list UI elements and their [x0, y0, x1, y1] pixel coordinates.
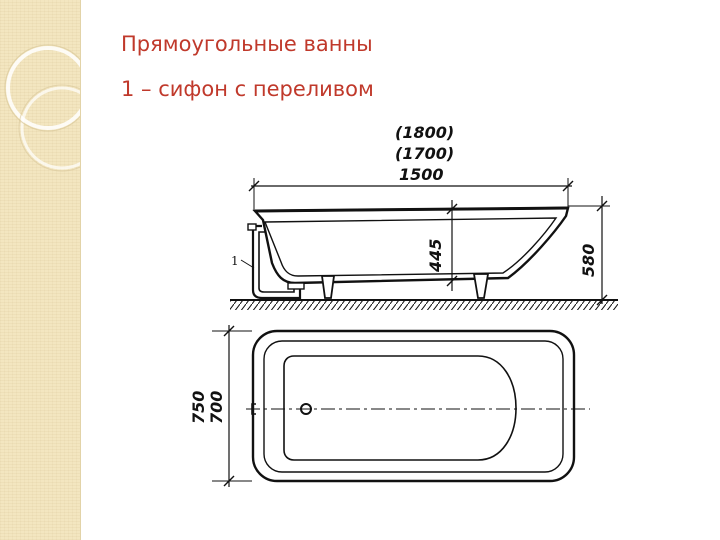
slide-subtitle: 1 – сифон с переливом: [121, 77, 374, 101]
side-view: 1 (1800) (1700) 1500 445 580: [230, 123, 618, 310]
length-tick-right: [562, 180, 574, 192]
width-label-700: 700: [207, 391, 226, 424]
height-tick-bottom: [596, 294, 608, 306]
top-view: 750 700: [189, 325, 590, 487]
decorative-swirl: [4, 44, 80, 172]
floor-hatching: [230, 301, 618, 310]
tub-top-bowl: [283, 355, 517, 461]
siphon-inner: [258, 231, 295, 293]
siphon-outer: [251, 224, 302, 300]
height-tick-top: [596, 200, 608, 212]
tub-foot-left: [320, 275, 336, 299]
depth-tick-bottom: [446, 275, 458, 287]
callout-leader: [240, 259, 255, 269]
height-label: 580: [579, 244, 598, 277]
width-label-750: 750: [189, 391, 208, 424]
width-tick-top: [223, 325, 235, 337]
callout-label: 1: [231, 254, 239, 268]
tub-foot-right: [472, 273, 490, 299]
overflow-fitting: [247, 223, 257, 231]
tub-inner-line: [263, 217, 558, 277]
length-label-1500: 1500: [399, 165, 444, 184]
tub-side-outline: [252, 206, 570, 285]
drain-fitting: [287, 282, 305, 290]
tub-rim: [254, 206, 569, 213]
depth-tick-top: [446, 203, 458, 215]
decorative-side-strip: [0, 0, 81, 540]
slide-title: Прямоугольные ванны: [121, 32, 373, 56]
width-tick-bottom: [223, 475, 235, 487]
length-label-1800: (1800): [395, 123, 454, 142]
tub-top-outer: [251, 329, 576, 483]
length-label-1700: (1700): [395, 144, 454, 163]
length-tick-left: [248, 180, 260, 192]
tub-top-rim: [263, 340, 564, 473]
depth-label: 445: [426, 239, 445, 273]
